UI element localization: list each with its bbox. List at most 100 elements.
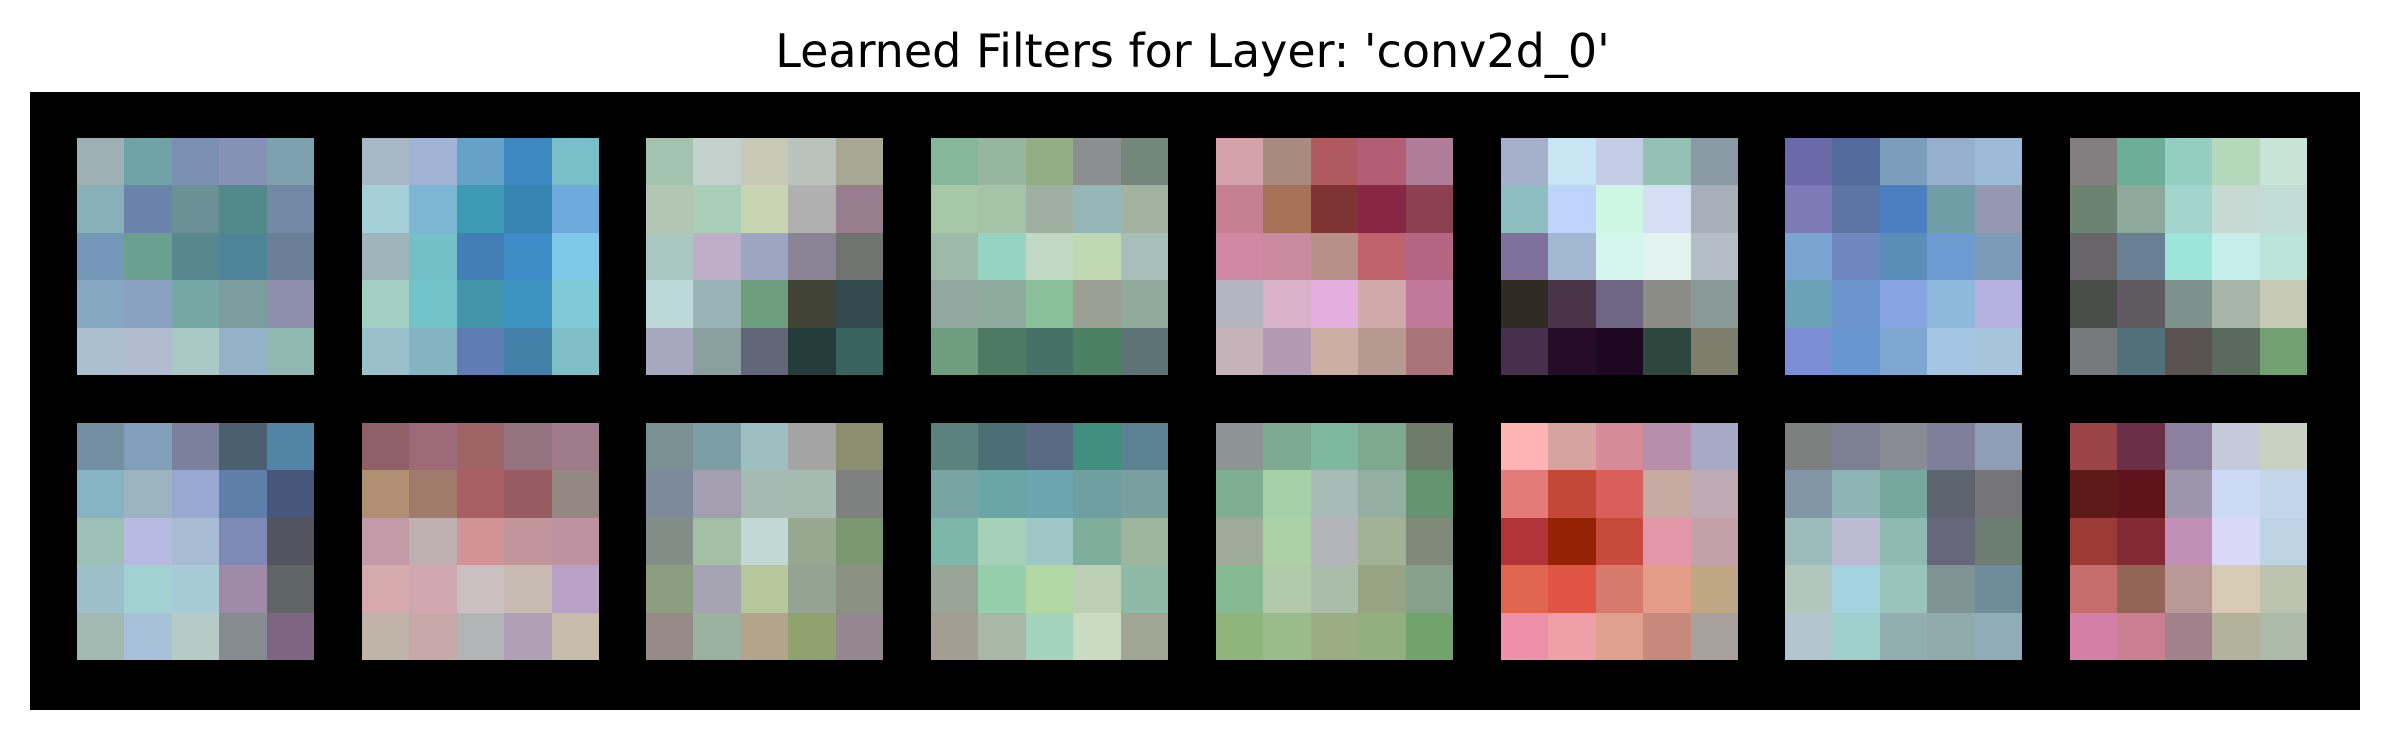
filter-pixel: [1073, 565, 1121, 613]
filter-pixel: [266, 232, 314, 281]
filter-pixel: [2117, 565, 2165, 613]
filter-pixel: [124, 280, 172, 328]
filter-pixel: [1595, 423, 1644, 471]
filter-pixel: [1073, 470, 1121, 518]
filter-pixel: [1832, 517, 1880, 566]
filter-pixel: [740, 138, 789, 186]
filter-3: [646, 138, 883, 375]
filter-pixel: [1501, 517, 1549, 566]
filter-pixel: [124, 185, 172, 233]
filter-pixel: [1073, 612, 1121, 660]
filter-pixel: [693, 517, 741, 566]
filter-pixel: [1879, 423, 1928, 471]
filter-15: [1785, 423, 2022, 660]
filter-pixel: [2164, 280, 2213, 328]
filter-pixel: [1595, 280, 1644, 328]
filter-pixel: [1025, 232, 1074, 281]
filter-pixel: [362, 517, 410, 566]
filter-pixel: [1405, 280, 1453, 328]
filter-pixel: [693, 470, 741, 518]
filter-pixel: [551, 138, 599, 186]
filter-pixel: [2117, 280, 2165, 328]
filter-pixel: [1927, 280, 1975, 328]
filter-pixel: [1263, 612, 1311, 660]
filter-pixel: [740, 517, 789, 566]
filter-pixel: [1501, 232, 1549, 281]
filter-pixel: [1501, 280, 1549, 328]
filter-pixel: [788, 327, 836, 375]
filter-pixel: [2117, 470, 2165, 518]
filter-2: [362, 138, 599, 375]
filter-pixel: [219, 517, 267, 566]
filter-pixel: [1832, 327, 1880, 375]
filter-pixel: [1548, 232, 1596, 281]
filter-pixel: [266, 423, 314, 471]
filter-pixel: [2164, 565, 2213, 613]
filter-pixel: [1310, 423, 1359, 471]
filter-pixel: [1120, 612, 1168, 660]
filter-pixel: [456, 565, 505, 613]
filter-pixel: [77, 565, 125, 613]
filter-pixel: [219, 138, 267, 186]
filter-pixel: [362, 423, 410, 471]
filter-pixel: [2164, 185, 2213, 233]
filter-pixel: [2164, 470, 2213, 518]
filter-pixel: [1595, 517, 1644, 566]
filter-pixel: [2212, 327, 2260, 375]
filter-pixel: [2259, 327, 2307, 375]
filter-9: [77, 423, 314, 660]
filter-pixel: [1690, 138, 1738, 186]
filter-pixel: [266, 517, 314, 566]
filter-pixel: [1216, 517, 1264, 566]
filter-pixel: [1927, 565, 1975, 613]
filter-pixel: [1025, 185, 1074, 233]
filter-pixel: [693, 185, 741, 233]
filter-pixel: [693, 565, 741, 613]
filter-pixel: [219, 565, 267, 613]
filter-pixel: [1405, 138, 1453, 186]
filter-pixel: [551, 470, 599, 518]
filter-pixel: [1358, 612, 1406, 660]
filter-pixel: [1501, 565, 1549, 613]
filter-pixel: [219, 470, 267, 518]
filter-pixel: [978, 565, 1026, 613]
filter-pixel: [978, 232, 1026, 281]
filter-pixel: [1643, 612, 1691, 660]
filter-pixel: [171, 565, 220, 613]
filter-10: [362, 423, 599, 660]
filter-pixel: [1879, 138, 1928, 186]
filter-pixel: [2212, 517, 2260, 566]
filter-pixel: [1832, 612, 1880, 660]
filter-pixel: [1927, 232, 1975, 281]
filter-pixel: [1501, 612, 1549, 660]
filter-pixel: [2070, 423, 2118, 471]
filter-pixel: [1548, 612, 1596, 660]
filter-pixel: [1690, 612, 1738, 660]
filter-pixel: [504, 138, 552, 186]
filter-pixel: [978, 470, 1026, 518]
filter-pixel: [1358, 232, 1406, 281]
filter-pixel: [551, 185, 599, 233]
filter-pixel: [2259, 423, 2307, 471]
filter-pixel: [1785, 565, 1833, 613]
filter-pixel: [693, 280, 741, 328]
filter-pixel: [1548, 565, 1596, 613]
filter-pixel: [1643, 232, 1691, 281]
filter-pixel: [740, 423, 789, 471]
filter-pixel: [1358, 423, 1406, 471]
filter-pixel: [1501, 138, 1549, 186]
filter-pixel: [1216, 423, 1264, 471]
filter-pixel: [1690, 185, 1738, 233]
filter-pixel: [646, 517, 694, 566]
filter-pixel: [77, 185, 125, 233]
filter-pixel: [2070, 612, 2118, 660]
filter-pixel: [266, 565, 314, 613]
filter-pixel: [1927, 138, 1975, 186]
filter-pixel: [788, 517, 836, 566]
filter-pixel: [456, 232, 505, 281]
filter-pixel: [124, 565, 172, 613]
filter-pixel: [2117, 185, 2165, 233]
filter-pixel: [77, 327, 125, 375]
filter-pixel: [2212, 612, 2260, 660]
filter-pixel: [931, 423, 979, 471]
